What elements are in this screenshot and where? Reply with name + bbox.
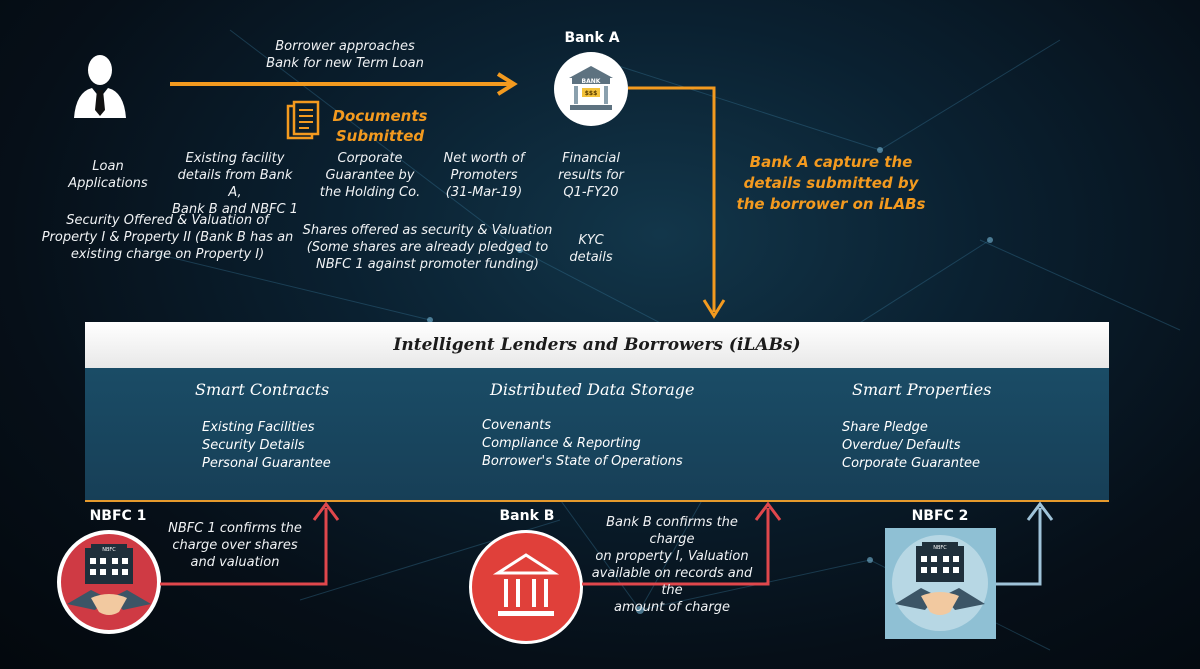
- nbfc2-sign-text: NBFC: [933, 545, 947, 551]
- capture-text-line: details submitted by: [743, 174, 919, 192]
- doc-line: Net worth of: [443, 151, 525, 166]
- doc-line: Applications: [68, 176, 148, 191]
- bank-building-icon: BANK $$$: [569, 66, 613, 110]
- doc-line: Q1-FY20: [563, 185, 619, 200]
- doc-line: details: [569, 250, 613, 265]
- list-item: Corporate Guarantee: [842, 456, 981, 471]
- arrow-text-line: Bank for new Term Loan: [266, 56, 424, 71]
- arrow-text-line: Borrower approaches: [275, 39, 415, 54]
- nbfc-building-handshake-icon: NBFC: [67, 544, 151, 615]
- nbfc1-badge: NBFC: [57, 530, 161, 634]
- list-item: Share Pledge: [842, 420, 928, 435]
- nbfc1-text: NBFC 1 confirms the charge over shares a…: [165, 520, 305, 571]
- smart-properties-list: Share Pledge Overdue/ Defaults Corporate…: [842, 419, 980, 473]
- doc-line: (31-Mar-19): [445, 185, 523, 200]
- list-item: Covenants: [482, 418, 552, 433]
- list-item: Existing Facilities: [202, 420, 315, 435]
- doc-security-offered: Security Offered & Valuation of Property…: [40, 212, 295, 263]
- doc-existing-facility: Existing facility details from Bank A, B…: [170, 150, 300, 218]
- platform-title-bar: Intelligent Lenders and Borrowers (iLABs…: [85, 322, 1109, 368]
- distributed-storage-heading: Distributed Data Storage: [490, 380, 695, 399]
- bank-b-text-line: on property I, Valuation: [595, 549, 749, 564]
- doc-line: details from Bank A,: [177, 168, 293, 200]
- platform-panel: [85, 368, 1109, 502]
- doc-shares-offered: Shares offered as security & Valuation (…: [300, 222, 555, 273]
- doc-line: (Some shares are already pledged to: [306, 240, 549, 255]
- doc-kyc: KYC details: [556, 232, 626, 266]
- nbfc1-text-line: and valuation: [190, 555, 280, 570]
- bank-b-badge: [469, 530, 583, 644]
- bank-to-platform-arrow: [628, 86, 726, 319]
- documents-heading-line: Documents: [332, 107, 428, 125]
- bank-money-text: $$$: [585, 90, 598, 97]
- bank-a-badge: BANK $$$: [554, 52, 628, 126]
- capture-text: Bank A capture the details submitted by …: [726, 152, 936, 215]
- bank-b-text-line: available on records and the: [591, 566, 753, 598]
- smart-contracts-list: Existing Facilities Security Details Per…: [202, 419, 331, 473]
- doc-corporate-guarantee: Corporate Guarantee by the Holding Co.: [315, 150, 425, 201]
- smart-properties-heading: Smart Properties: [852, 380, 992, 399]
- doc-line: KYC: [578, 233, 604, 248]
- nbfc1-text-line: charge over shares: [172, 538, 298, 553]
- list-item: Security Details: [202, 438, 305, 453]
- documents-heading: Documents Submitted: [330, 106, 430, 146]
- smart-contracts-heading: Smart Contracts: [195, 380, 330, 399]
- bank-b-text-line: Bank B confirms the charge: [606, 515, 738, 547]
- nbfc1-text-line: NBFC 1 confirms the: [168, 521, 302, 536]
- doc-net-worth: Net worth of Promoters (31-Mar-19): [436, 150, 532, 201]
- doc-line: Loan: [92, 159, 124, 174]
- doc-line: Security Offered & Valuation of: [66, 213, 269, 228]
- list-item: Borrower's State of Operations: [482, 454, 683, 469]
- arrow-text: Borrower approaches Bank for new Term Lo…: [260, 38, 430, 72]
- doc-line: NBFC 1 against promoter funding): [316, 257, 539, 272]
- doc-financial-results: Financial results for Q1-FY20: [548, 150, 634, 201]
- platform-title: Intelligent Lenders and Borrowers (iLABs…: [393, 335, 801, 355]
- distributed-storage-list: Covenants Compliance & Reporting Borrowe…: [482, 417, 683, 471]
- doc-line: Guarantee by: [325, 168, 415, 183]
- bank-sign-text: BANK: [582, 78, 601, 85]
- doc-line: Financial: [562, 151, 620, 166]
- documents-heading-line: Submitted: [335, 127, 425, 145]
- doc-loan-applications: Loan Applications: [58, 158, 158, 192]
- doc-line: existing charge on Property I): [70, 247, 265, 262]
- nbfc2-to-platform-arrow: [996, 501, 1054, 586]
- borrower-to-bank-arrow: [170, 72, 518, 96]
- doc-line: the Holding Co.: [319, 185, 421, 200]
- documents-icon: [286, 100, 320, 140]
- borrower-person-icon: [74, 55, 126, 118]
- list-item: Compliance & Reporting: [482, 436, 641, 451]
- doc-line: Existing facility: [185, 151, 285, 166]
- bank-a-title: Bank A: [564, 30, 620, 46]
- nbfc-building-handshake-icon: NBFC: [892, 535, 988, 631]
- doc-line: Shares offered as security & Valuation: [302, 223, 553, 238]
- doc-line: results for: [558, 168, 624, 183]
- nbfc1-title: NBFC 1: [89, 508, 147, 524]
- nbfc2-title: NBFC 2: [911, 508, 969, 524]
- list-item: Overdue/ Defaults: [842, 438, 961, 453]
- bank-b-text-line: amount of charge: [614, 600, 730, 615]
- doc-line: Bank B and NBFC 1: [171, 202, 299, 217]
- bank-b-text: Bank B confirms the charge on property I…: [582, 514, 762, 616]
- doc-line: Corporate: [337, 151, 403, 166]
- capture-text-line: Bank A capture the: [749, 153, 913, 171]
- nbfc1-sign-text: NBFC: [102, 547, 116, 553]
- nbfc1-to-platform-arrow: [160, 501, 340, 586]
- capture-text-line: the borrower on iLABs: [736, 195, 926, 213]
- bank-b-to-platform-arrow: [582, 501, 782, 586]
- bank-b-title: Bank B: [499, 508, 555, 524]
- doc-line: Promoters: [450, 168, 518, 183]
- nbfc2-badge: NBFC: [885, 528, 996, 639]
- list-item: Personal Guarantee: [202, 456, 331, 471]
- doc-line: Property I & Property II (Bank B has an: [41, 230, 294, 245]
- bank-columns-icon: [492, 553, 560, 616]
